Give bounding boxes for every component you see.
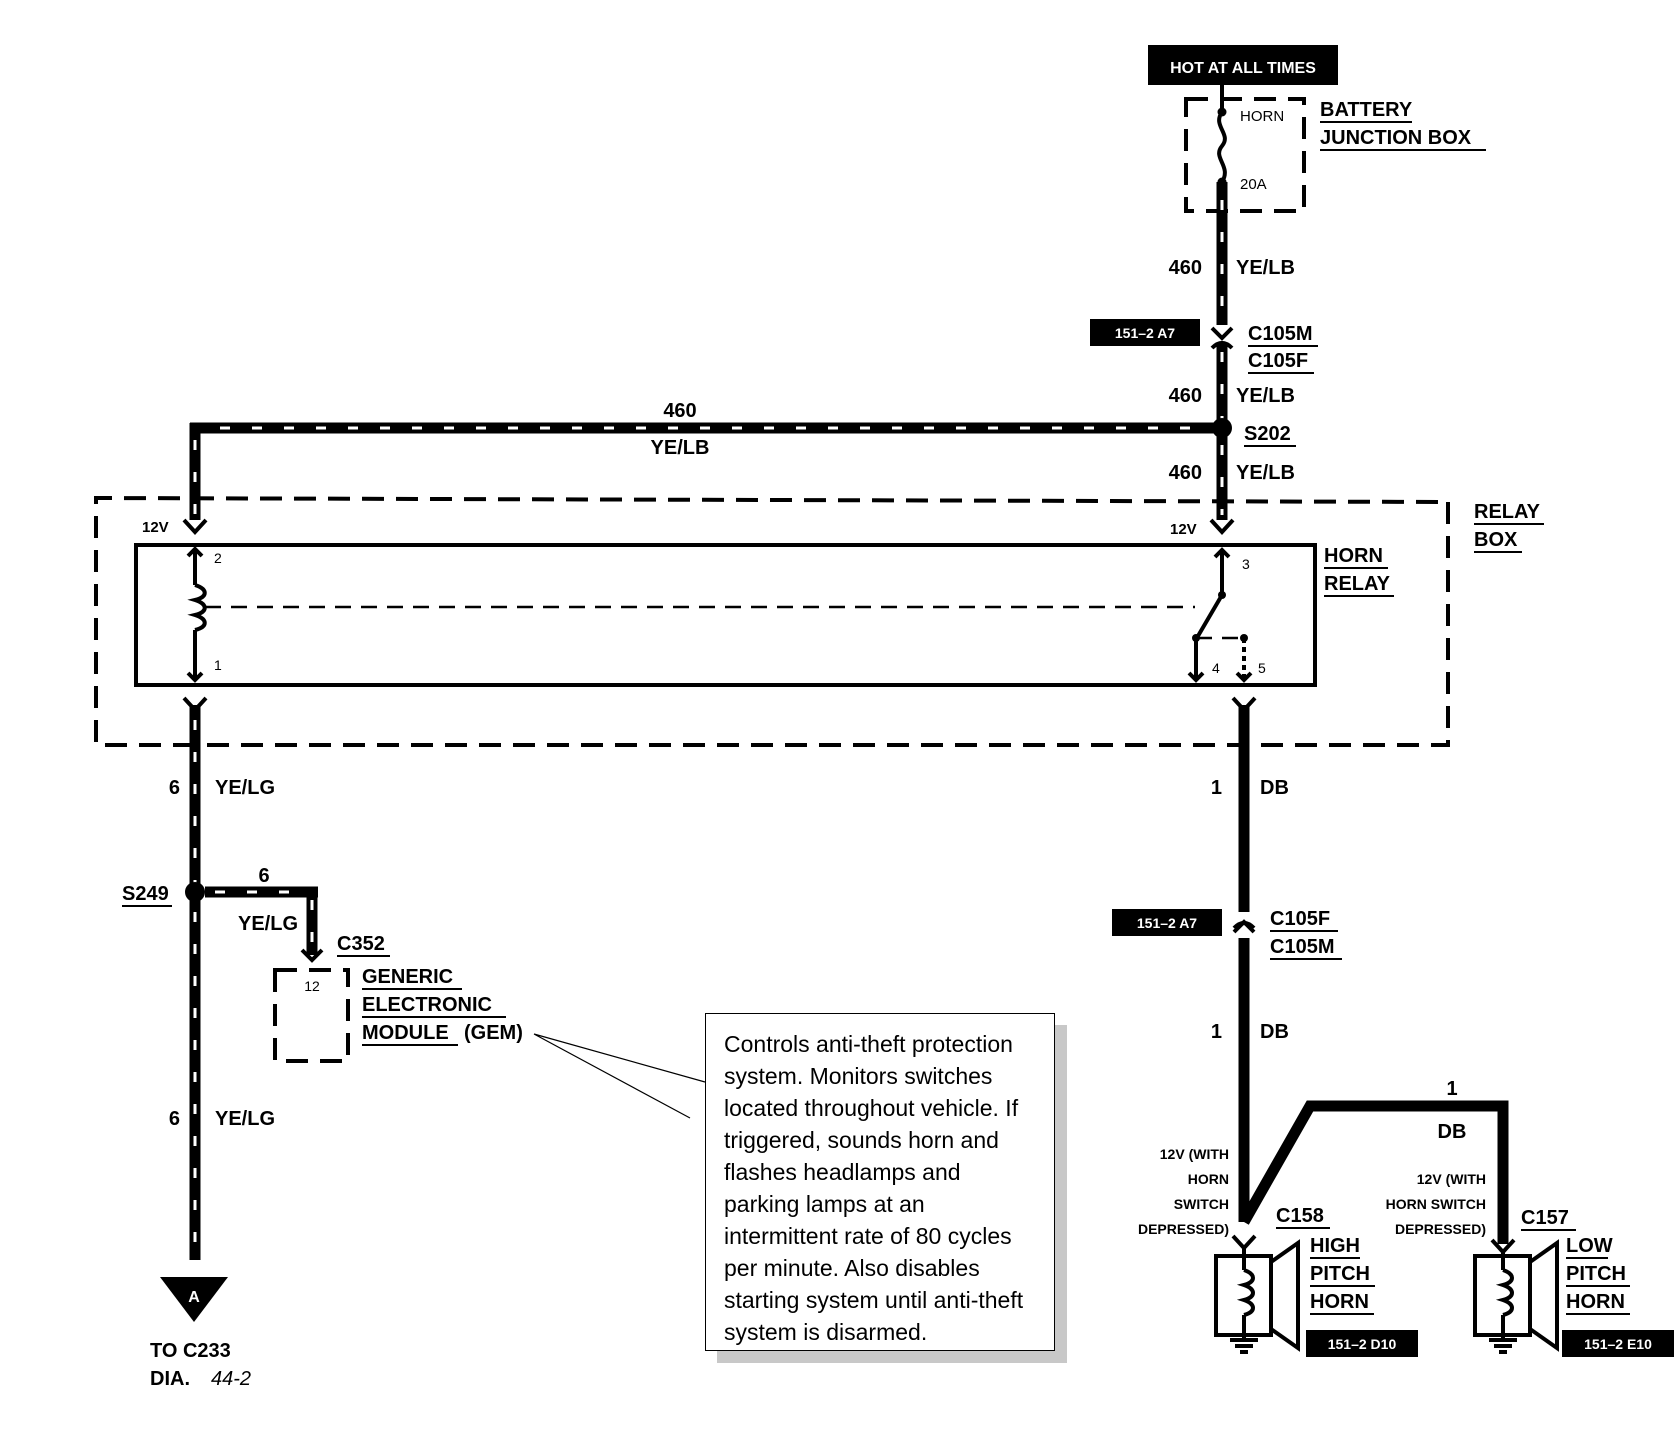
wire-1-label-1: 1 bbox=[1211, 777, 1222, 799]
horn-relay-title-2: RELAY bbox=[1324, 573, 1391, 595]
wire-1-db-branch bbox=[1239, 1100, 1509, 1244]
relay-switch-arm bbox=[1196, 593, 1224, 638]
c158-label: C158 bbox=[1276, 1205, 1324, 1227]
fuse-symbol bbox=[1217, 110, 1227, 184]
high-horn-volt-4: DEPRESSED) bbox=[1138, 1221, 1229, 1237]
ref-box-a7-bottom bbox=[1112, 909, 1222, 936]
high-horn-title-3: HORN bbox=[1310, 1291, 1369, 1313]
high-horn-title-1: HIGH bbox=[1310, 1235, 1360, 1257]
wire-ye-lb-label-1: YE/LB bbox=[1236, 257, 1295, 279]
relay-box-outline bbox=[94, 495, 1450, 747]
offpage-marker: A bbox=[188, 1289, 200, 1306]
gem-pin-12: 12 bbox=[304, 978, 320, 994]
relay-pin-2: 2 bbox=[214, 550, 222, 566]
relay-12v-left: 12V bbox=[142, 519, 169, 536]
fuse-name-label: HORN bbox=[1240, 108, 1284, 125]
battery-junction-box bbox=[1184, 97, 1306, 213]
gem-description-note: Controls anti-theft protection system. M… bbox=[705, 1013, 1055, 1351]
s202-label: S202 bbox=[1244, 423, 1291, 445]
wire-db-label-2: DB bbox=[1260, 1021, 1289, 1043]
horn-relay-title-1: HORN bbox=[1324, 545, 1383, 567]
ref-box-d10 bbox=[1306, 1330, 1418, 1357]
c158-connector bbox=[1231, 1234, 1257, 1251]
low-horn-title-3: HORN bbox=[1566, 1291, 1625, 1313]
relay-coil bbox=[187, 583, 207, 632]
low-horn-volt-2: HORN SWITCH bbox=[1386, 1196, 1486, 1212]
wire-6-label-2: 6 bbox=[169, 1108, 180, 1130]
relay-pin-1: 1 bbox=[214, 657, 222, 673]
low-horn-title-2: PITCH bbox=[1566, 1263, 1626, 1285]
ref-box-a7-top bbox=[1090, 319, 1200, 346]
offpage-arrow-a bbox=[160, 1277, 228, 1322]
c105f-label-top: C105F bbox=[1248, 350, 1308, 372]
high-horn-volt-3: SWITCH bbox=[1174, 1196, 1229, 1212]
wire-ye-lg-branch-label: YE/LG bbox=[238, 913, 298, 935]
offpage-line-2b: 44-2 bbox=[211, 1368, 251, 1390]
wire-ye-lg-label-2: YE/LG bbox=[215, 1108, 275, 1130]
offpage-line-2a: DIA. bbox=[150, 1368, 190, 1390]
low-horn-volt-3: DEPRESSED) bbox=[1395, 1221, 1486, 1237]
wire-460-label-1: 460 bbox=[1169, 257, 1202, 279]
relay-pin2-connector bbox=[182, 518, 208, 535]
hot-at-all-times-box bbox=[1148, 45, 1338, 85]
wire-460-label-h: 460 bbox=[663, 400, 696, 422]
gem-title-3a: MODULE bbox=[362, 1022, 449, 1044]
s249-label: S249 bbox=[122, 883, 169, 905]
wire-460-label-2: 460 bbox=[1169, 385, 1202, 407]
note-leader bbox=[533, 1033, 706, 1119]
high-horn-title-2: PITCH bbox=[1310, 1263, 1370, 1285]
gem-title-1: GENERIC bbox=[362, 966, 453, 988]
wire-db-label-3: DB bbox=[1438, 1121, 1467, 1143]
wire-1-label-2: 1 bbox=[1211, 1021, 1222, 1043]
c105f-label-bottom: C105F bbox=[1270, 908, 1330, 930]
high-horn-volt-2: HORN bbox=[1188, 1171, 1229, 1187]
relay-pin3-connector bbox=[1209, 518, 1235, 535]
offpage-line-1: TO C233 bbox=[150, 1340, 231, 1362]
low-horn-volt-1: 12V (WITH bbox=[1417, 1171, 1486, 1187]
c105-connector-female bbox=[1210, 341, 1234, 350]
wire-ye-lg-label-1: YE/LG bbox=[215, 777, 275, 799]
low-pitch-horn bbox=[1473, 1239, 1559, 1354]
gem-title-3b: (GEM) bbox=[464, 1022, 523, 1044]
c105-bottom-male bbox=[1232, 919, 1256, 934]
wire-6-label-1: 6 bbox=[169, 777, 180, 799]
fuse-rating-label: 20A bbox=[1240, 176, 1267, 193]
c105m-label-top: C105M bbox=[1248, 323, 1312, 345]
wire-db-label-1: DB bbox=[1260, 777, 1289, 799]
low-horn-title-1: LOW bbox=[1566, 1235, 1613, 1257]
wire-ye-lb-label-h: YE/LB bbox=[651, 437, 710, 459]
c157-label: C157 bbox=[1521, 1207, 1569, 1229]
relay-box-title-1: RELAY bbox=[1474, 501, 1541, 523]
relay-box-title-2: BOX bbox=[1474, 529, 1518, 551]
battery-box-title-2: JUNCTION BOX bbox=[1320, 127, 1472, 149]
high-pitch-horn bbox=[1214, 1239, 1300, 1354]
c352-label: C352 bbox=[337, 933, 385, 955]
battery-box-title-1: BATTERY bbox=[1320, 99, 1413, 121]
ref-d10-label: 151–2 D10 bbox=[1328, 1336, 1397, 1352]
wire-1-label-3: 1 bbox=[1446, 1078, 1457, 1100]
c352-connector bbox=[300, 948, 324, 963]
c105m-label-bottom: C105M bbox=[1270, 936, 1334, 958]
ref-a7-top-label: 151–2 A7 bbox=[1115, 325, 1175, 341]
horn-relay-body bbox=[134, 543, 1317, 687]
gem-module-box bbox=[273, 968, 350, 1063]
high-horn-volt-1: 12V (WITH bbox=[1160, 1146, 1229, 1162]
wire-ye-lb-label-2: YE/LB bbox=[1236, 385, 1295, 407]
wire-6-branch-label: 6 bbox=[258, 865, 269, 887]
relay-12v-right: 12V bbox=[1170, 521, 1197, 538]
relay-pin-5: 5 bbox=[1258, 660, 1266, 676]
splice-s249 bbox=[185, 882, 205, 902]
wire-ye-lb-label-3: YE/LB bbox=[1236, 462, 1295, 484]
ref-box-e10 bbox=[1562, 1330, 1674, 1357]
hot-at-all-times-label: HOT AT ALL TIMES bbox=[1170, 60, 1316, 77]
wire-460-label-3: 460 bbox=[1169, 462, 1202, 484]
gem-title-2: ELECTRONIC bbox=[362, 994, 492, 1016]
c105-connector-male bbox=[1210, 326, 1234, 341]
relay-pin-3: 3 bbox=[1242, 556, 1250, 572]
ref-e10-label: 151–2 E10 bbox=[1584, 1336, 1652, 1352]
relay-pin-4: 4 bbox=[1212, 660, 1220, 676]
ref-a7-bottom-label: 151–2 A7 bbox=[1137, 915, 1197, 931]
